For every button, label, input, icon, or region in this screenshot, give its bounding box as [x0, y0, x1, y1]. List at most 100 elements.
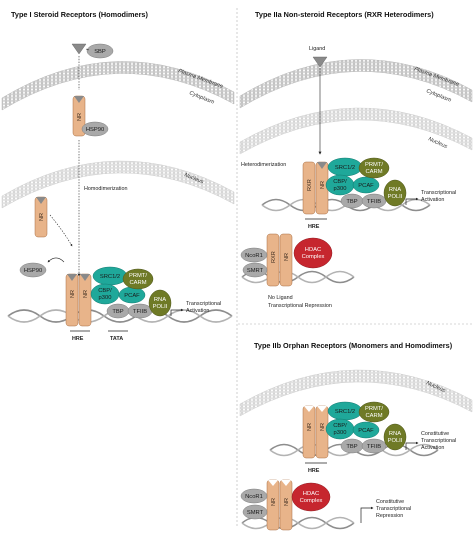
- type2a-plasma-membrane: [239, 59, 473, 109]
- type2b-repression-dna-strand-b: [241, 516, 355, 530]
- type2a-tfiib-label: TFIIB: [367, 199, 381, 205]
- type1-sbp-label: SBP: [94, 49, 106, 55]
- type2a-hre-label: HRE: [308, 224, 320, 230]
- type1-prmt-blob: [122, 268, 154, 290]
- type1-dimer-receptor-right: [78, 273, 92, 327]
- type1-prmt-label: PRMT/: [129, 273, 147, 279]
- type1-nuclear-membrane: [1, 160, 235, 209]
- type2a-pcaf-blob: [352, 176, 380, 194]
- type2b-constitutive2-label: Constitutive: [376, 499, 404, 505]
- type2b-ncor-label: NcoR1: [245, 494, 263, 500]
- type2b-receptor-left-notch: [304, 406, 314, 412]
- type2b-repression-left-notch: [268, 480, 278, 486]
- type1-sbp-blob: [86, 43, 114, 59]
- type2a-nr-pocket: [317, 162, 327, 169]
- type2a-prmt-label: PRMT/: [365, 162, 383, 168]
- type2a-activation-label: Activation: [421, 197, 444, 203]
- panel-type2a: Type IIa Non-steroid Receptors (RXR Hete…: [239, 10, 473, 309]
- type2b-tfiib-blob: [361, 438, 387, 454]
- type2a-cbp-label: CBP/: [333, 179, 347, 185]
- type1-hsp90-free-blob: [19, 262, 47, 278]
- type1-dimerize-path: [49, 214, 73, 247]
- type1-carm-label: CARM: [129, 280, 146, 286]
- type2b-pcaf-blob: [352, 421, 380, 439]
- type2a-polii-label: POLII: [388, 194, 403, 200]
- type2b-hdac-label: HDAC: [303, 491, 319, 497]
- type2b-constitutive-label: Constitutive: [421, 431, 449, 437]
- type2a-prmt-blob: [358, 157, 390, 179]
- type2a-tfiib-blob: [361, 193, 387, 209]
- type2b-tfiib-label: TFIIB: [367, 444, 381, 450]
- type2a-repression-nr-label: NR: [284, 253, 290, 261]
- panel-type1: Type I Steroid Receptors (Homodimers) Pl…: [1, 10, 235, 342]
- type2a-smrt-blob: [242, 262, 268, 278]
- type1-cbp-blob: [90, 283, 120, 305]
- type2b-smrt-blob: [242, 504, 268, 520]
- type2b-src-label: SRC1/2: [335, 409, 355, 415]
- type2a-heterodimerization-label: Heterodimerization: [241, 162, 286, 168]
- type2b-nuclear-membrane: [239, 369, 473, 417]
- type1-src-label: SRC1/2: [100, 274, 120, 280]
- type2a-ncor-label: NcoR1: [245, 253, 263, 259]
- type2b-cbp-label: CBP/: [333, 423, 347, 429]
- type2b-prmt-label: PRMT/: [365, 406, 383, 412]
- type2a-carm-label: CARM: [365, 169, 382, 175]
- type2a-pcaf-label: PCAF: [358, 183, 374, 189]
- type1-pcaf-label: PCAF: [124, 293, 140, 299]
- type1-transcription-arrow: [170, 308, 184, 316]
- type2b-receptor-right-notch: [317, 406, 327, 412]
- type1-rna-label: RNA: [154, 297, 166, 303]
- type1-dimer-left-pocket: [67, 274, 77, 281]
- type2b-hdac-blob: [291, 482, 331, 512]
- type2b-nr-label-left: NR: [307, 423, 313, 431]
- type1-cbp-label: CBP/: [98, 288, 112, 294]
- type1-transcriptional-label: Transcriptional: [186, 301, 221, 307]
- type2b-repression-label: Repression: [376, 513, 403, 519]
- type2b-rna-label: RNA: [389, 431, 401, 437]
- type2b-repression-right-notch: [281, 480, 291, 486]
- type1-hsp90-release-arrow: [47, 257, 65, 263]
- type2a-rxr-receptor: [302, 161, 316, 215]
- type1-dimer-right-pocket: [80, 274, 90, 281]
- type2a-rxr-label: RXR: [307, 179, 313, 191]
- type2b-prmt-blob: [358, 401, 390, 423]
- type2b-carm-label: CARM: [365, 413, 382, 419]
- type1-plasma-membrane: [1, 61, 235, 111]
- type2a-repression-dna-strand-b: [241, 270, 355, 284]
- type2a-transcription-arrow: [405, 197, 419, 205]
- panel-type2b: Type IIb Orphan Receptors (Monomers and …: [239, 341, 473, 531]
- type2a-ligand-label: Ligand: [309, 46, 325, 52]
- type2a-repression-nr-receptor: [279, 233, 293, 287]
- type1-polii-label: POLII: [153, 304, 168, 310]
- type1-nr-label-cytoplasm: NR: [77, 113, 83, 121]
- type2a-repression-rxr-receptor: [266, 233, 280, 287]
- type2b-repression-nr-label-left: NR: [271, 498, 277, 506]
- type2a-rna-label: RNA: [389, 187, 401, 193]
- type2a-no-ligand-label: No Ligand: [268, 295, 293, 301]
- type2a-hdac-blob: [293, 237, 333, 269]
- type1-hsp90-bound-blob: [81, 121, 109, 137]
- type2a-transcriptional-label: Transcriptional: [421, 190, 456, 196]
- type1-hsp90-free-label: HSP90: [24, 268, 42, 274]
- type2b-cbp-blob: [325, 418, 355, 440]
- type1-tata-label: TATA: [110, 336, 123, 342]
- type1-nr-label-dimer-left: NR: [70, 290, 76, 298]
- type1-sbp-release-arrow: [85, 48, 90, 51]
- type1-homodimerization-label: Homodimerization: [84, 186, 127, 192]
- type2a-ligand-icon: [312, 56, 328, 68]
- type1-tbp-label: TBP: [112, 309, 123, 315]
- type2b-transcriptional2-label: Transcriptional: [376, 506, 411, 512]
- type2b-pcaf-label: PCAF: [358, 428, 374, 434]
- type2b-receptor-left: [302, 405, 316, 459]
- type1-rna-pol-blob: [148, 289, 172, 317]
- type1-tfiib-label: TFIIB: [133, 309, 147, 315]
- type2a-cytoplasm-label: Cytoplasm: [425, 88, 452, 104]
- type1-activation-label: Activation: [186, 308, 209, 314]
- type2a-cbp-blob: [325, 174, 355, 196]
- type1-p300-label: p300: [99, 295, 112, 301]
- type2b-polii-label: POLII: [388, 438, 403, 444]
- type2b-activation-label: Activation: [421, 445, 444, 451]
- type2a-complex-label: Complex: [302, 254, 325, 260]
- type2b-repression-nr-label-right: NR: [284, 498, 290, 506]
- type1-receptor-nucleus-pocket: [36, 197, 46, 204]
